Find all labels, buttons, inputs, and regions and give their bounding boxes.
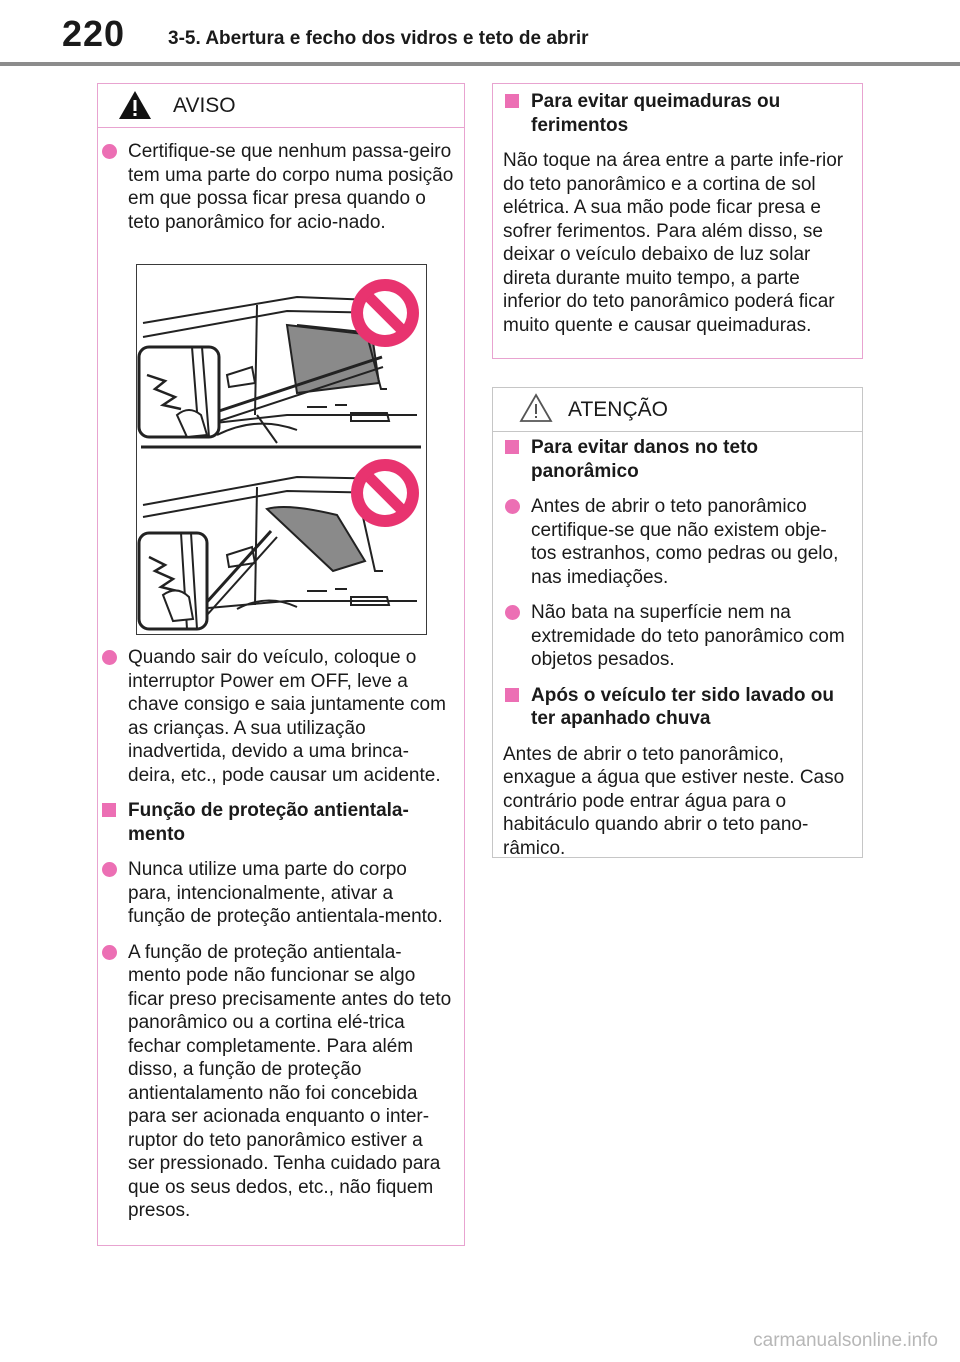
page-header: 220 3-5. Abertura e fecho dos vidros e t… xyxy=(0,0,960,68)
square-bullet-icon xyxy=(102,803,116,817)
burns-text: Não toque na área entre a parte infe-rio… xyxy=(503,150,844,336)
square-bullet-icon xyxy=(505,687,519,702)
warning-filled-icon xyxy=(119,91,151,119)
atencao-header: ATENÇÃO xyxy=(493,388,862,432)
aviso-box: AVISO Certifique-se que nenhum passa-gei… xyxy=(97,83,465,1246)
atencao-text: Antes de abrir o teto panorâmico, enxagu… xyxy=(503,743,845,859)
watermark: carmanualsonline.info xyxy=(753,1330,938,1351)
sunroof-illustration-svg xyxy=(137,279,421,631)
bullet-icon xyxy=(102,144,117,159)
square-bullet-icon xyxy=(505,440,519,454)
sunroof-pinch-illustration xyxy=(136,264,427,635)
atencao-subheading-1-text: Para evitar danos no teto panorâmico xyxy=(531,437,759,482)
atencao-heading: ATENÇÃO xyxy=(568,398,668,421)
burns-subheading: Para evitar queimaduras ou ferimentos xyxy=(503,90,850,137)
section-title: 3-5. Abertura e fecho dos vidros e teto … xyxy=(168,28,589,49)
aviso-item-2-text: Quando sair do veículo, coloque o interr… xyxy=(128,647,446,786)
warning-outline-icon xyxy=(519,393,553,422)
atencao-subheading-1: Para evitar danos no teto panorâmico xyxy=(503,436,850,483)
atencao-item-1-text: Antes de abrir o teto panorâmico certifi… xyxy=(531,496,839,588)
aviso-item-4-text: A função de proteção antientala-mento po… xyxy=(128,941,452,1222)
bullet-icon xyxy=(102,650,117,665)
atencao-item-2: Não bata na superfície nem na extremidad… xyxy=(503,601,850,672)
prohibition-icon-top xyxy=(351,279,419,347)
bullet-icon xyxy=(505,499,520,514)
burns-subheading-text: Para evitar queimaduras ou ferimentos xyxy=(531,91,781,136)
aviso-subheading-1: Função de proteção antientala-mento xyxy=(100,799,454,846)
aviso-item-4: A função de proteção antientala-mento po… xyxy=(100,941,454,1223)
atencao-subheading-2: Após o veículo ter sido lavado ou ter ap… xyxy=(503,684,850,731)
aviso-item-3: Nunca utilize uma parte do corpo para, i… xyxy=(100,858,454,929)
aviso-item-1: Certifique-se que nenhum passa-geiro tem… xyxy=(100,140,454,234)
aviso-subheading-1-text: Função de proteção antientala-mento xyxy=(128,800,409,845)
aviso-heading: AVISO xyxy=(173,94,236,117)
atencao-box: ATENÇÃO Para evitar danos no teto panorâ… xyxy=(492,387,863,859)
atencao-item-1: Antes de abrir o teto panorâmico certifi… xyxy=(503,495,850,589)
prohibition-icon-bottom xyxy=(351,459,419,527)
square-bullet-icon xyxy=(505,94,519,108)
page-number: 220 xyxy=(62,13,126,54)
aviso-item-3-text: Nunca utilize uma parte do corpo para, i… xyxy=(128,859,443,927)
aviso-item-2: Quando sair do veículo, coloque o interr… xyxy=(100,646,454,787)
aviso-item-1-text: Certifique-se que nenhum passa-geiro tem… xyxy=(128,141,454,233)
header-rule xyxy=(0,62,960,66)
bullet-icon xyxy=(102,862,117,877)
aviso-header: AVISO xyxy=(98,84,464,128)
burns-box: Para evitar queimaduras ou ferimentos Nã… xyxy=(492,83,863,359)
bullet-icon xyxy=(505,605,520,620)
atencao-subheading-2-text: Após o veículo ter sido lavado ou ter ap… xyxy=(531,684,834,730)
bullet-icon xyxy=(102,944,117,960)
atencao-item-2-text: Não bata na superfície nem na extremidad… xyxy=(531,602,845,670)
